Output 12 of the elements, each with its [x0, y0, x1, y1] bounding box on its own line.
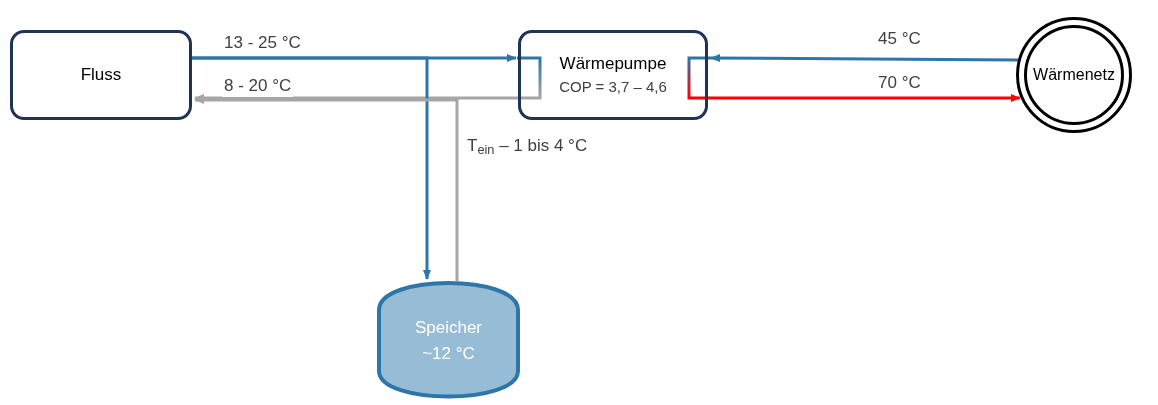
node-label: ~12 °C [422, 342, 475, 365]
source-box [10, 30, 192, 120]
node-label: Wärmenetz [1033, 65, 1115, 85]
node-label: Wärmepumpe [559, 53, 667, 75]
node-label: Fluss [80, 64, 122, 86]
return-arrow [708, 94, 1021, 102]
return-arrow [194, 96, 459, 281]
flow-arrow [710, 54, 1018, 63]
flow-arrow [192, 56, 431, 280]
heat-pump-box [518, 30, 708, 120]
return-arrow [194, 94, 518, 102]
node-label: Speicher [414, 316, 483, 339]
